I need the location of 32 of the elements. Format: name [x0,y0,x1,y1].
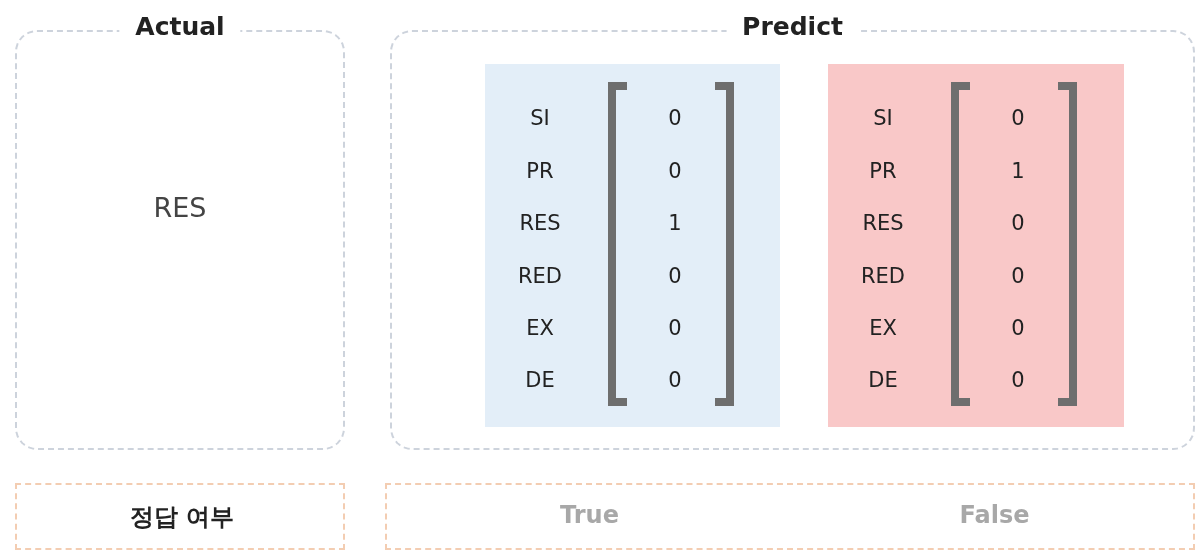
class-name: PR [868,159,898,183]
class-name: EX [525,316,555,340]
vector-value: 1 [667,211,683,235]
row-header: 정답 여부 [128,502,236,533]
vector-value: 1 [1010,159,1026,183]
result-label: False [958,501,1031,529]
class-name: RES [518,211,562,235]
vector-value: 0 [1010,368,1026,392]
vector-value: 0 [1010,211,1026,235]
vector-value: 0 [1010,316,1026,340]
dashed-frame [15,483,345,550]
vector-value: 0 [667,264,683,288]
vector-value: 0 [667,159,683,183]
class-name: RES [861,211,905,235]
vector-panel [828,64,1124,427]
vector-value: 0 [1010,106,1026,130]
class-name: SI [529,106,551,130]
result-label: True [559,501,620,529]
class-label: RES [152,192,208,223]
class-name: DE [867,368,899,392]
vector-value: 0 [667,316,683,340]
class-name: EX [868,316,898,340]
dashed-frame [385,483,1195,550]
vector-value: 0 [667,106,683,130]
class-name: DE [524,368,556,392]
vector-panel [485,64,780,427]
vector-value: 0 [1010,264,1026,288]
class-name: RED [860,264,906,288]
vector-value: 0 [667,368,683,392]
class-name: SI [872,106,894,130]
class-name: PR [525,159,555,183]
class-name: RED [517,264,563,288]
